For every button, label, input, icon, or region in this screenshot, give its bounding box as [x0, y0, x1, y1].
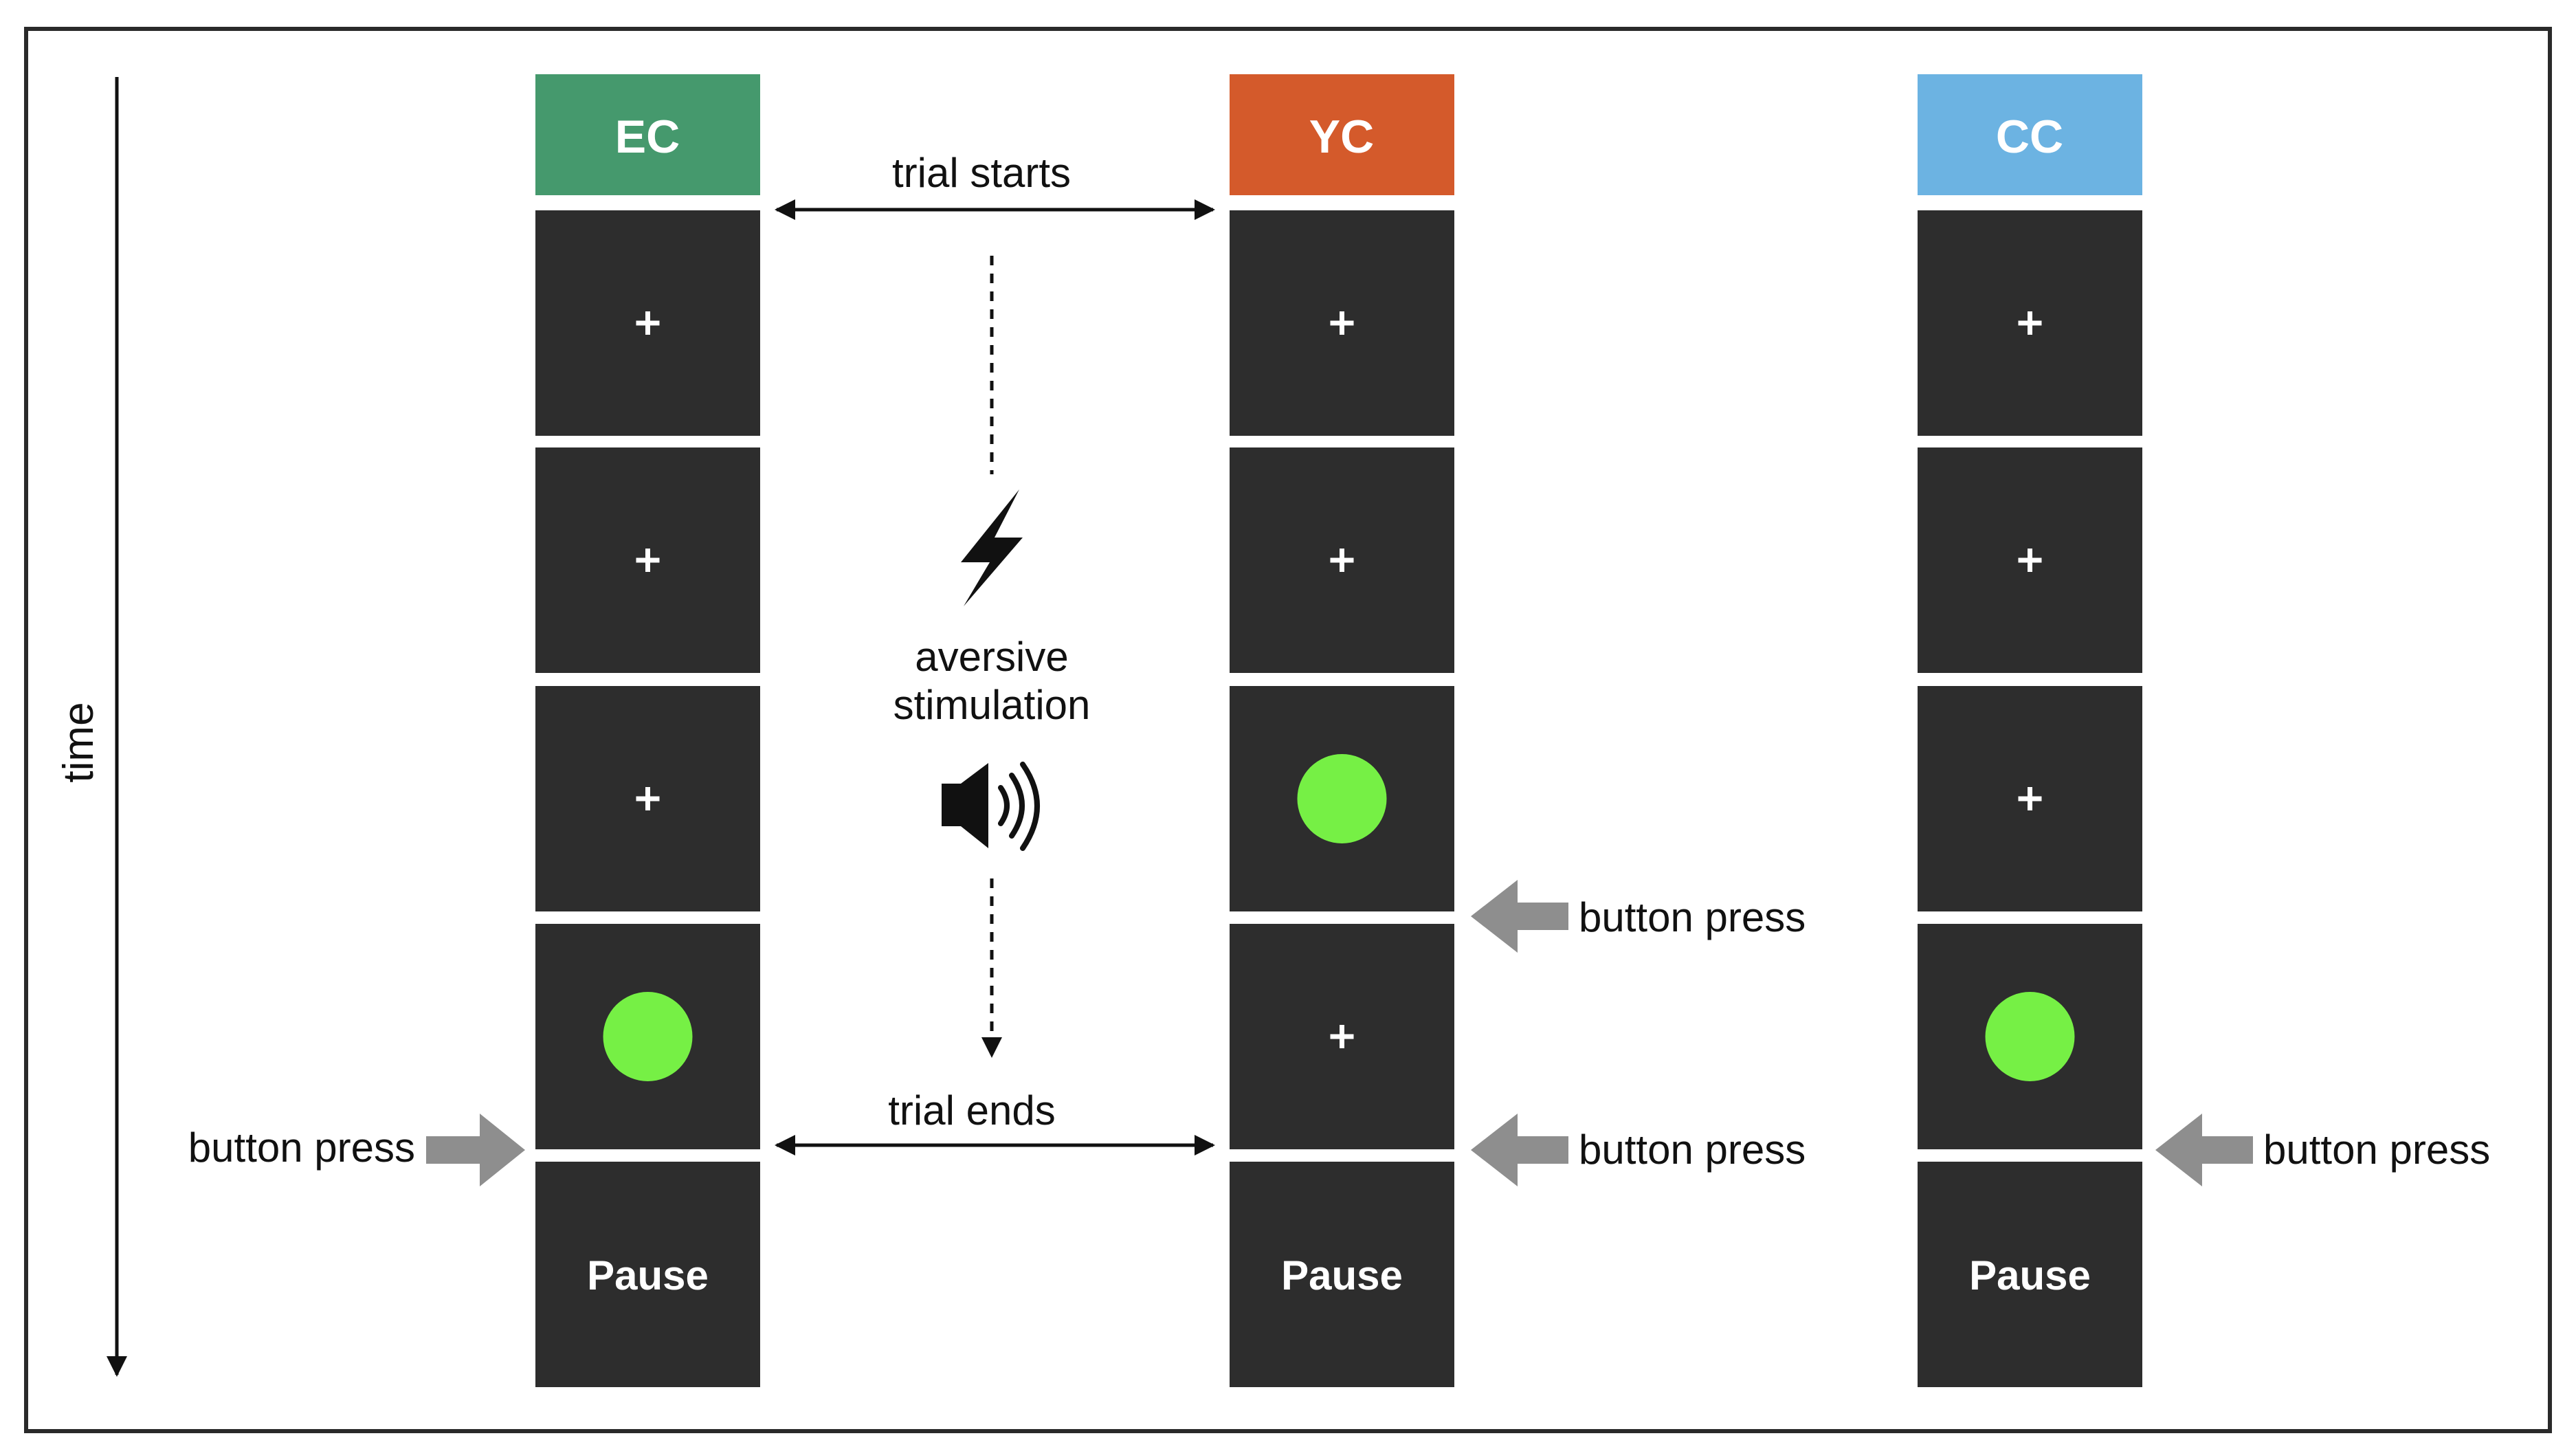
fixation-cross-icon — [1330, 311, 1354, 335]
speaker-icon — [942, 762, 1040, 851]
header-cc — [1918, 74, 2142, 195]
column-yc: YC Pause — [1230, 74, 1454, 1387]
green-dot-yc — [1297, 754, 1387, 843]
screen-yc-5 — [1230, 1162, 1454, 1387]
screens-yc: Pause — [1230, 210, 1454, 1387]
green-dot-ec — [603, 992, 693, 1081]
fixation-cross-icon — [2018, 787, 2042, 810]
stimulation-label: stimulation — [893, 682, 1091, 728]
button-press-yc-label-2: button press — [1579, 1127, 1806, 1173]
aversive-label: aversive — [915, 634, 1068, 680]
screen-cc-5 — [1918, 1162, 2142, 1387]
fixation-cross-icon — [2018, 549, 2042, 572]
button-press-cc-arrow — [2155, 1114, 2253, 1186]
trial-starts-label: trial starts — [892, 150, 1071, 196]
header-ec-label: EC — [615, 111, 680, 163]
fixation-cross-icon — [636, 787, 660, 810]
trial-ends-label: trial ends — [888, 1087, 1055, 1133]
button-press-yc-label-1: button press — [1579, 894, 1806, 940]
time-axis-label: time — [55, 702, 102, 782]
screens-ec: Pause — [535, 210, 760, 1387]
button-press-yc-arrow-1 — [1471, 880, 1568, 953]
fixation-cross-icon — [636, 549, 660, 572]
lightning-bolt-icon — [961, 489, 1023, 606]
pause-label-yc: Pause — [1281, 1252, 1403, 1298]
fixation-cross-icon — [1330, 549, 1354, 572]
pause-label-cc: Pause — [1969, 1252, 2091, 1298]
button-press-ec-label: button press — [188, 1125, 415, 1171]
fixation-cross-icon — [2018, 311, 2042, 335]
header-ec — [535, 74, 760, 195]
pause-label-ec: Pause — [587, 1252, 709, 1298]
screen-ec-5 — [535, 1162, 760, 1387]
column-ec: EC Pause — [535, 74, 760, 1387]
button-press-yc-arrow-2 — [1471, 1114, 1568, 1186]
button-press-cc-label: button press — [2263, 1127, 2490, 1173]
header-yc — [1230, 74, 1454, 195]
screens-cc: Pause — [1918, 210, 2142, 1387]
button-press-ec-arrow — [426, 1114, 525, 1186]
header-cc-label: CC — [1996, 111, 2063, 163]
column-cc: CC Pause — [1918, 74, 2142, 1387]
header-yc-label: YC — [1309, 111, 1374, 163]
fixation-cross-icon — [1330, 1025, 1354, 1048]
green-dot-cc — [1985, 992, 2075, 1081]
fixation-cross-icon — [636, 311, 660, 335]
